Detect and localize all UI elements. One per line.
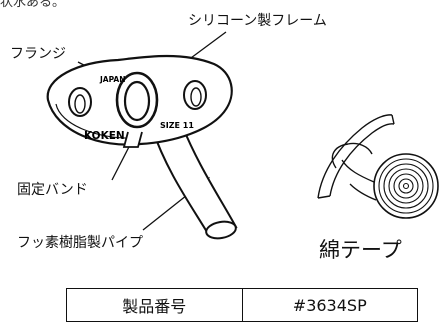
product-number-value: #3634SP [241, 288, 418, 322]
pipe-tube [150, 118, 238, 240]
silicone-frame: JAPAN KOKEN SIZE 11 [46, 54, 233, 148]
japan-mark: JAPAN [99, 75, 126, 84]
frame-label: シリコーン製フレーム [188, 13, 327, 29]
band-label: 固定バンド [17, 182, 88, 198]
top-text-fragment: 状水ある。 [0, 0, 66, 10]
koken-mark: KOKEN [84, 130, 125, 142]
spec-table: 製品番号 #3634SP [66, 288, 418, 322]
product-number-header: 製品番号 [66, 288, 243, 322]
table-row: 製品番号 #3634SP [66, 288, 418, 322]
size-mark: SIZE 11 [160, 121, 194, 130]
cotton-tape-roll [317, 114, 439, 219]
pipe-label: フッ素樹脂製パイプ [17, 235, 143, 251]
tape-label: 綿テープ [319, 238, 402, 262]
flange-label: フランジ [10, 46, 66, 62]
